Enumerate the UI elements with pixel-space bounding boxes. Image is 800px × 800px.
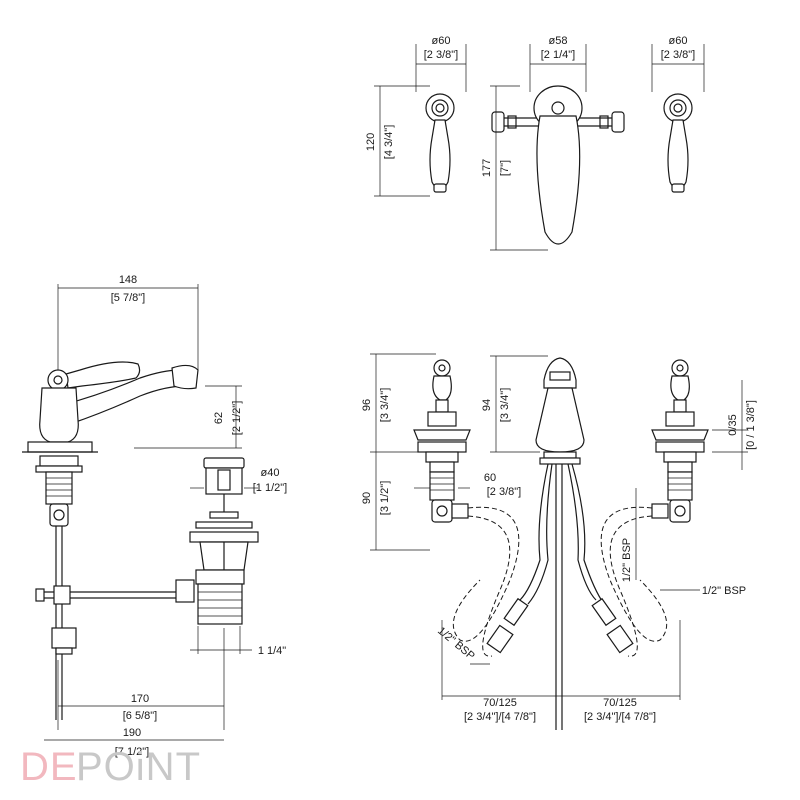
top-left-diameter-in-label: [2 3/8"] bbox=[424, 49, 458, 61]
front-dimension-lines bbox=[370, 353, 748, 700]
top-right-diameter-label: ø60 bbox=[669, 35, 688, 47]
spread-left-in-label: [2 3/4"]/[4 7/8"] bbox=[464, 711, 536, 723]
side-reach-in-label: [5 7/8"] bbox=[111, 292, 145, 304]
depoint-watermark: DE POiNT bbox=[20, 745, 201, 789]
watermark-de-text: DE bbox=[20, 745, 78, 789]
shank-diameter-in-label: [2 3/8"] bbox=[487, 486, 521, 498]
front-elevation-view: 96 [3 3/4"] 90 [3 1/2"] 94 [3 3/4"] 0/35… bbox=[361, 353, 757, 730]
top-center-spout bbox=[491, 85, 625, 245]
side-reach-label: 148 bbox=[119, 274, 137, 286]
shank-length-label: 90 bbox=[361, 492, 373, 504]
top-dimension-lines bbox=[374, 44, 705, 251]
deck-range-label: 0/35 bbox=[727, 414, 739, 435]
side-elevation-view: 148 [5 7/8"] 62 [2 1/2"] ø40 [1 1/2"] 1 … bbox=[22, 274, 287, 758]
top-center-diameter-in-label: [2 1/4"] bbox=[541, 49, 575, 61]
valve-height-label: 96 bbox=[361, 399, 373, 411]
bsp-vertical-label: 1/2" BSP bbox=[621, 538, 633, 582]
top-right-handle bbox=[663, 93, 693, 193]
top-left-height-label: 120 bbox=[365, 133, 377, 151]
top-right-diameter-in-label: [2 3/8"] bbox=[661, 49, 695, 61]
flexible-hoses bbox=[452, 506, 668, 657]
shank-diameter-label: 60 bbox=[484, 472, 496, 484]
spread-right-label: 70/125 bbox=[603, 697, 637, 709]
rod-length-in-label: [6 5/8"] bbox=[123, 710, 157, 722]
side-dimension-lines bbox=[44, 284, 258, 741]
watermark-point-text: POiNT bbox=[76, 745, 201, 789]
top-center-height-label: 177 bbox=[481, 159, 493, 177]
top-left-height-in-label: [4 3/4"] bbox=[383, 125, 395, 159]
spout-height-label: 94 bbox=[481, 399, 493, 411]
top-plan-view: ø60 [2 3/8"] ø58 [2 1/4"] ø60 [2 3/8"] 1… bbox=[365, 35, 705, 251]
side-spout-height-in-label: [2 1/2"] bbox=[231, 401, 243, 435]
deck-range-in-label: [0 / 1 3/8"] bbox=[745, 400, 757, 450]
rod-length-label: 170 bbox=[131, 693, 149, 705]
waste-plug bbox=[175, 457, 259, 625]
top-center-diameter-label: ø58 bbox=[549, 35, 568, 47]
bsp-left-label: 1/2" BSP bbox=[435, 625, 477, 663]
top-left-handle bbox=[425, 93, 455, 193]
waste-diameter-in-label: [1 1/2"] bbox=[253, 482, 287, 494]
side-spout-height-label: 62 bbox=[213, 412, 225, 424]
waste-thread-label: 1 1/4" bbox=[258, 645, 286, 657]
top-left-diameter-label: ø60 bbox=[432, 35, 451, 47]
valve-height-in-label: [3 3/4"] bbox=[379, 388, 391, 422]
spread-left-label: 70/125 bbox=[483, 697, 517, 709]
overall-width-in-label: [7 1/2"] bbox=[115, 746, 149, 758]
front-right-valve bbox=[651, 359, 709, 523]
spread-right-in-label: [2 3/4"]/[4 7/8"] bbox=[584, 711, 656, 723]
bsp-right-label: 1/2" BSP bbox=[702, 585, 746, 597]
top-center-height-in-label: [7"] bbox=[499, 160, 511, 176]
shank-length-in-label: [3 1/2"] bbox=[379, 481, 391, 515]
front-left-valve bbox=[413, 359, 471, 523]
spout-height-in-label: [3 3/4"] bbox=[499, 388, 511, 422]
waste-diameter-label: ø40 bbox=[261, 467, 280, 479]
front-center-spout bbox=[519, 357, 605, 730]
overall-width-label: 190 bbox=[123, 727, 141, 739]
